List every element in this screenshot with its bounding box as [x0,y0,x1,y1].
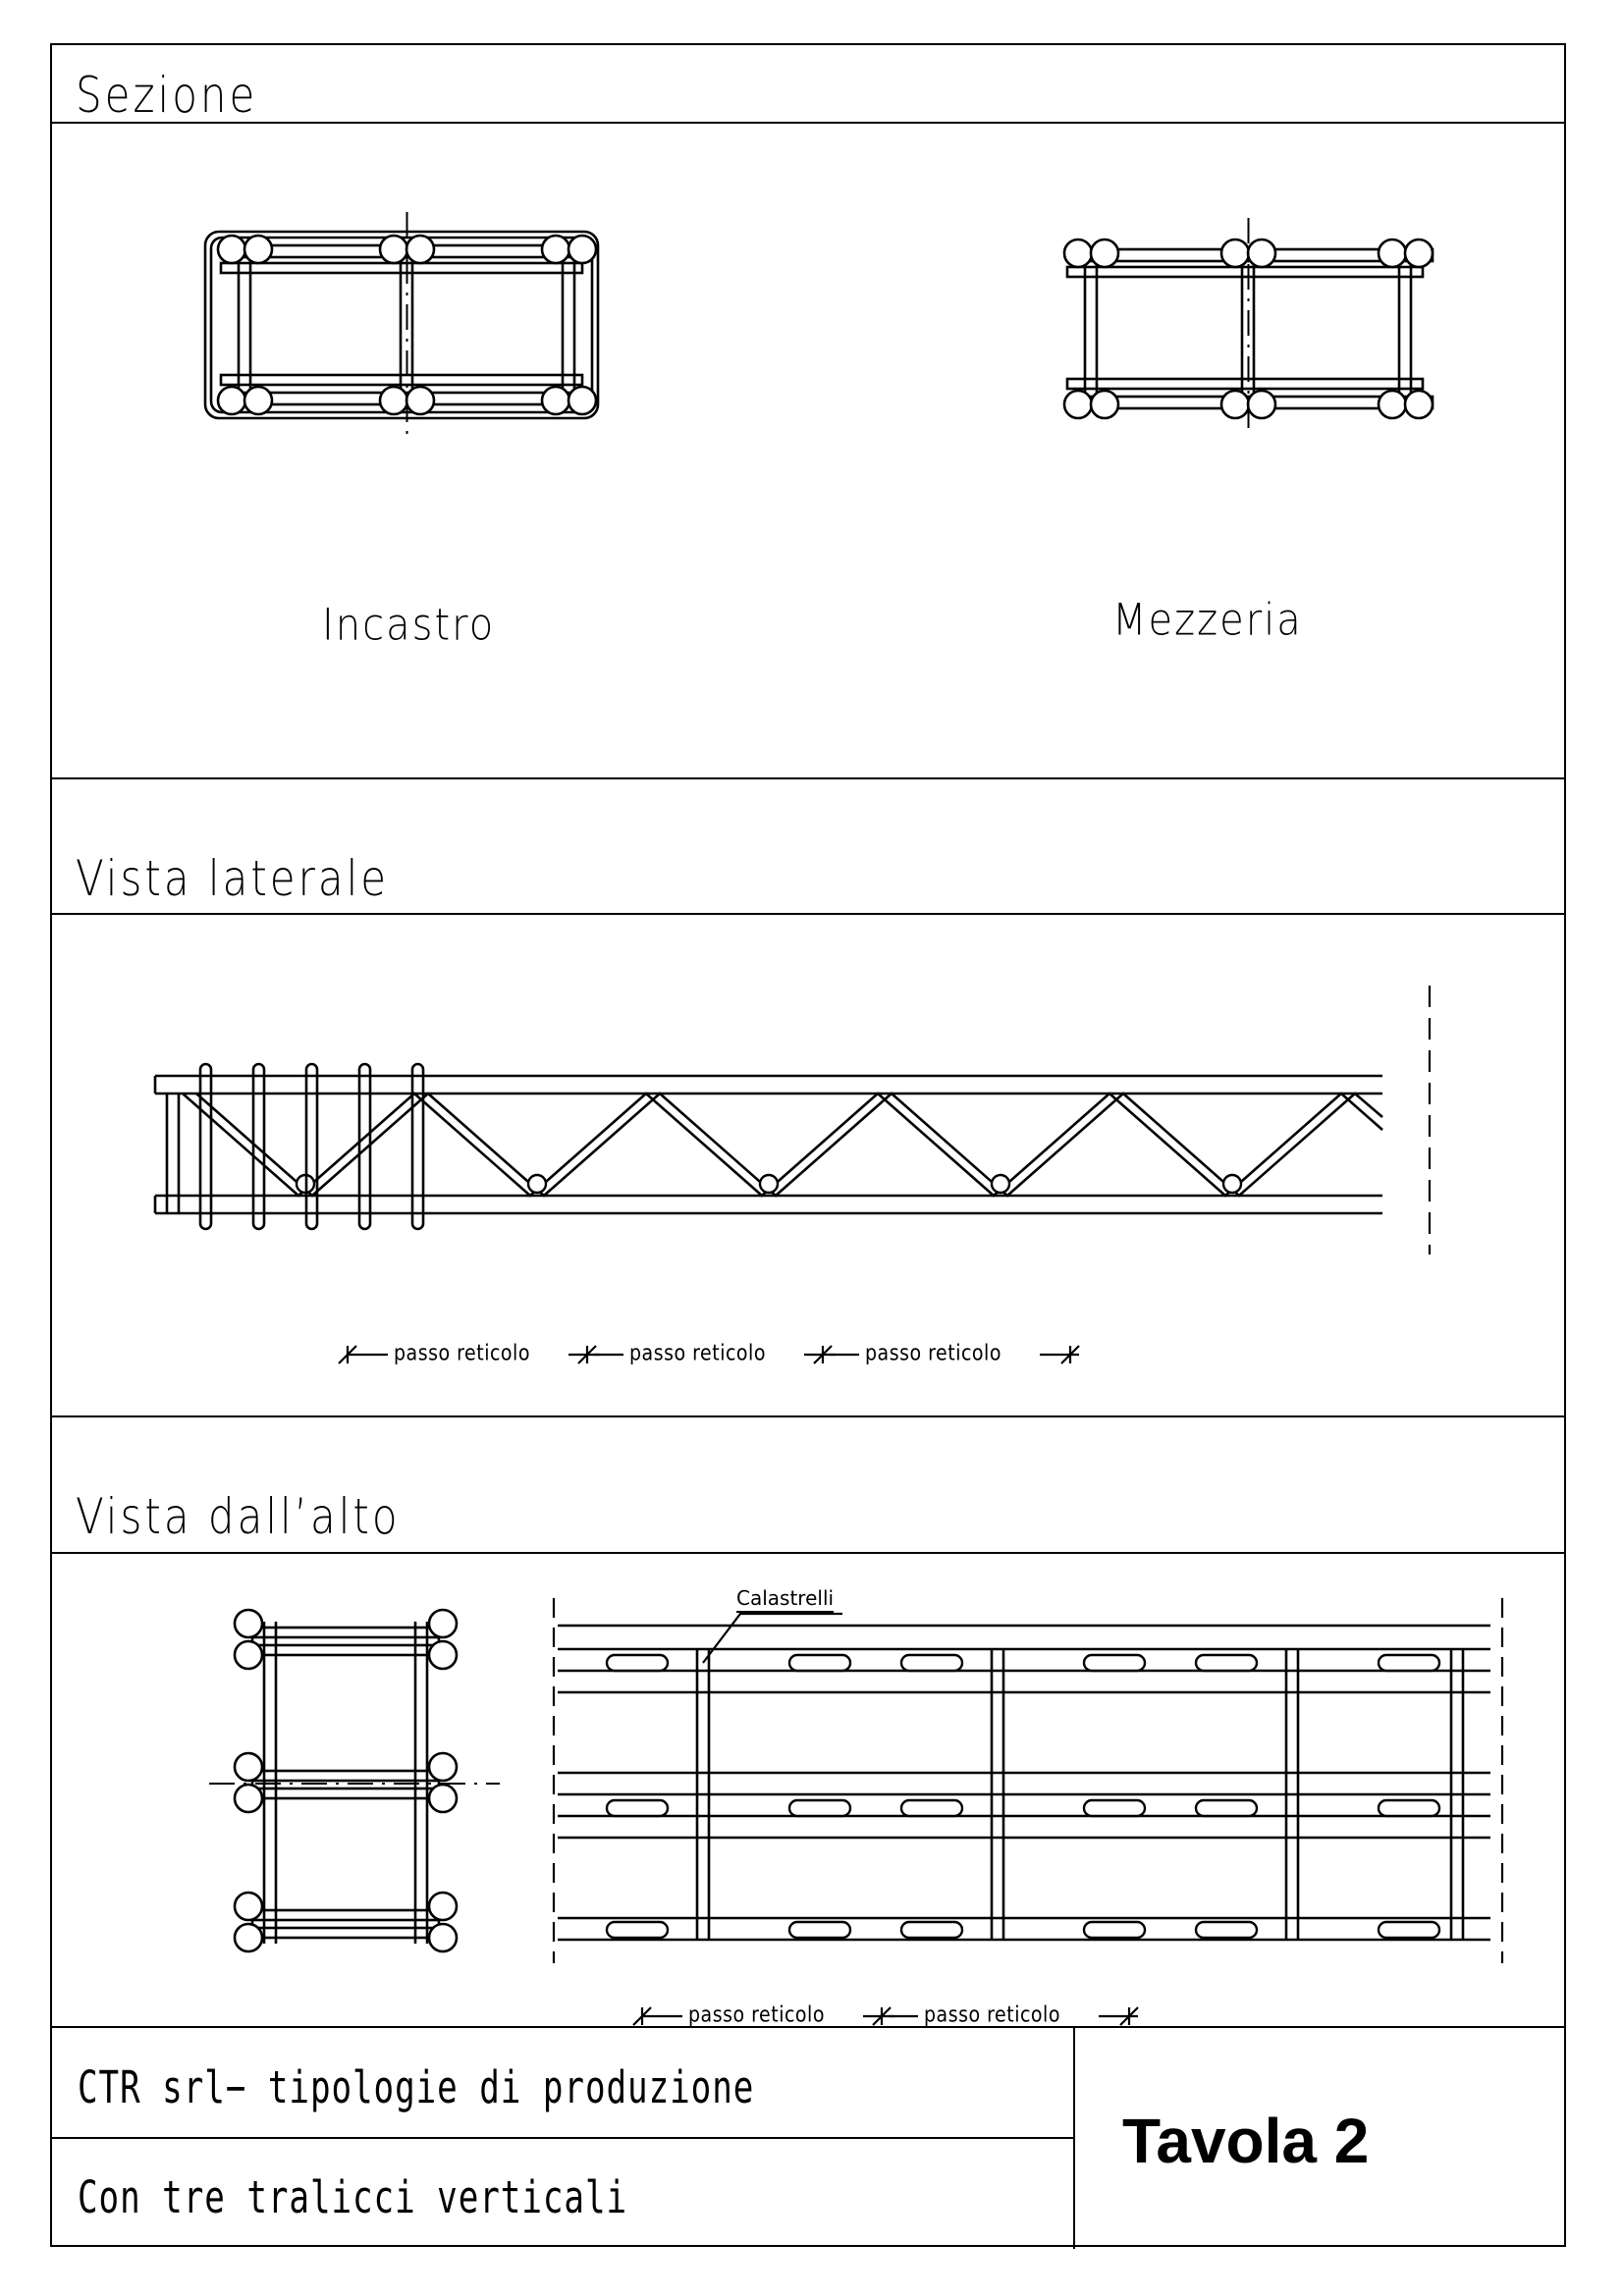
incastro-section-drawing [203,212,600,438]
section-heading-vista-laterale: Vista laterale [76,850,390,907]
sheet-number-label: Tavola 2 [1122,2106,1370,2176]
plan-view-long-span-drawing [552,1598,1504,1963]
section-heading-vista-dall-alto: Vista dall’alto [76,1488,401,1545]
divider-below-vista-laterale-title [52,913,1564,915]
dimension-label-passo-reticolo-3: passo reticolo [865,1341,1001,1366]
side-view-dimension-line [338,1345,1080,1364]
plan-dimension-label-passo-reticolo-2: passo reticolo [924,2002,1060,2028]
divider-below-vista-alto-title [52,1552,1564,1554]
mezzeria-section-drawing [1062,218,1434,435]
divider-above-vista-laterale [52,777,1564,779]
view-label-mezzeria: Mezzeria [1112,595,1303,646]
plan-view-dimension-line [632,2006,1139,2026]
divider-title-block-rows [52,2137,1073,2139]
side-view-truss-drawing [153,986,1432,1255]
section-heading-sezione: Sezione [76,67,258,124]
view-label-incastro: Incastro [322,600,496,651]
annotation-label-calastrelli: Calastrelli [736,1586,835,1613]
title-block-vertical-divider [1073,2026,1075,2249]
divider-above-title-block [52,2026,1564,2028]
divider-above-vista-alto [52,1415,1564,1417]
dimension-label-passo-reticolo-1: passo reticolo [394,1341,530,1366]
plan-view-end-section-drawing [209,1608,500,1953]
dimension-label-passo-reticolo-2: passo reticolo [629,1341,766,1366]
plan-dimension-label-passo-reticolo-1: passo reticolo [688,2002,825,2028]
title-block-subtitle-line: Con tre tralicci verticali [78,2173,628,2224]
title-block-company-line: CTR srl− tipologie di produzione [78,2063,755,2114]
drawing-sheet: Sezione [50,43,1566,2249]
divider-sezione-title [52,122,1564,124]
